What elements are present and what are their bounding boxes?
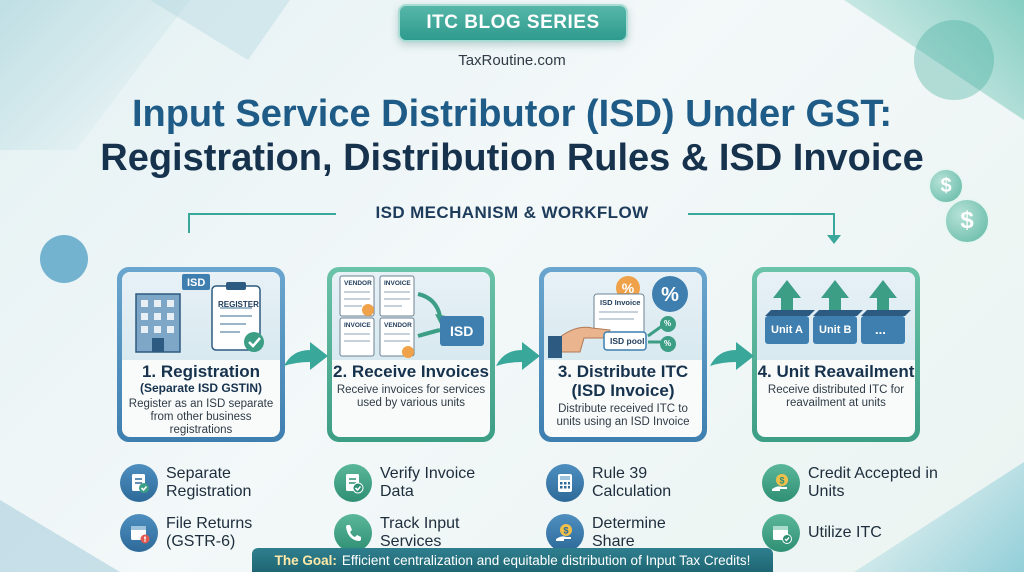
flow-arrow-icon [496, 342, 540, 370]
building-register-icon [135, 274, 264, 353]
flow-connector-right [688, 213, 833, 215]
invoice-stack-icon [339, 275, 484, 358]
invoice-check-icon [334, 464, 372, 502]
point-text: Determine Share [592, 515, 666, 550]
point-track-input-services: Track Input Services [334, 514, 500, 552]
section-heading: ISD MECHANISM & WORKFLOW [375, 203, 649, 222]
svg-text:%: % [622, 280, 635, 296]
document-check-icon [120, 464, 158, 502]
flow-connector-left [188, 213, 336, 215]
invoice-label: INVOICE [384, 280, 411, 287]
step-title: 1. Registration [141, 362, 261, 381]
point-text: File Returns (GSTR-6) [166, 515, 253, 550]
vendor-label: VENDOR [344, 280, 372, 287]
point-credit-accepted: $ Credit Accepted in Units [762, 464, 948, 502]
step-title: 3. Distribute ITC (ISD Invoice) [557, 362, 689, 400]
flow-connector-left-drop [188, 213, 190, 233]
point-file-returns: File Returns (GSTR-6) [120, 514, 276, 552]
point-text: Rule 39 Calculation [592, 465, 672, 500]
point-rule-39: Rule 39 Calculation [546, 464, 692, 502]
step-card-registration: ISD REGISTER 1. Registration (Separate I… [117, 267, 285, 442]
distribute-illustration: % % ISD Invoice ISD pool % % [544, 272, 702, 360]
svg-text:$: $ [563, 526, 568, 536]
goal-label: The Goal: [274, 552, 337, 568]
page-title: Input Service Distributor (ISD) Under GS… [0, 92, 1024, 180]
vendor-label: VENDOR [384, 322, 412, 329]
svg-text:%: % [661, 284, 679, 306]
step-card-distribute-itc: % % ISD Invoice ISD pool % % 3. Distribu… [539, 267, 707, 442]
isd-tag-label: ISD [187, 277, 206, 289]
point-determine-share: $ Determine Share [546, 514, 692, 552]
flow-connector-right-drop [833, 213, 835, 237]
page-title-line-2: Registration, Distribution Rules & ISD I… [100, 137, 924, 179]
step-description: Receive invoices for services used by va… [336, 384, 486, 409]
isd-box-label: ISD [450, 323, 474, 339]
step-description: Register as an ISD separate from other b… [128, 398, 274, 436]
unit-a-label: Unit A [771, 324, 803, 336]
unit-more-label: ... [875, 322, 886, 337]
register-label: REGISTER [218, 300, 259, 309]
registration-illustration: ISD REGISTER [122, 272, 280, 360]
goal-banner: The Goal: Efficient centralization and e… [252, 548, 773, 572]
point-text: Credit Accepted in Units [808, 465, 938, 500]
dollar-coin-icon: $ [928, 168, 964, 204]
invoice-label: INVOICE [344, 322, 371, 329]
point-utilize-itc: Utilize ITC [762, 514, 948, 552]
point-text: Verify Invoice Data [380, 465, 476, 500]
point-separate-registration: Separate Registration [120, 464, 276, 502]
decor-circle-left [40, 235, 88, 283]
isd-pool-label: ISD pool [610, 336, 645, 346]
decor-shape-bottom-left [0, 500, 120, 572]
flow-arrow-icon [710, 342, 754, 370]
flow-arrow-icon [284, 342, 328, 370]
percent-label: % [664, 339, 672, 348]
invoices-illustration: VENDOR INVOICE INVOICE VENDOR ISD [332, 272, 490, 360]
point-text: Separate Registration [166, 465, 252, 500]
phone-chat-icon [334, 514, 372, 552]
point-verify-invoice: Verify Invoice Data [334, 464, 500, 502]
calendar-check-icon [762, 514, 800, 552]
money-hand-icon: $ [546, 514, 584, 552]
step-subtitle: (Separate ISD GSTIN) [139, 381, 263, 395]
step-description: Distribute received ITC to units using a… [556, 403, 690, 428]
calculator-icon [546, 464, 584, 502]
unit-b-label: Unit B [819, 324, 852, 336]
site-name: TaxRoutine.com [458, 52, 566, 69]
goal-text: Efficient centralization and equitable d… [341, 552, 751, 568]
step-title: 2. Receive Invoices [333, 362, 489, 381]
percent-label: % [664, 319, 672, 328]
point-text: Track Input Services [380, 515, 460, 550]
units-illustration: Unit A Unit B ... [757, 272, 915, 360]
coin-hand-icon: $ [762, 464, 800, 502]
hand-invoice-percent-icon: % % [548, 276, 688, 358]
step-title: 4. Unit Reavailment [757, 362, 915, 381]
flow-arrowhead-icon [827, 235, 841, 244]
series-badge: ITC BLOG SERIES [398, 4, 628, 42]
dollar-coin-icon: $ [944, 198, 990, 244]
decor-shape-top-left-2 [150, 0, 290, 60]
point-text: Utilize ITC [808, 524, 882, 541]
step-card-receive-invoices: VENDOR INVOICE INVOICE VENDOR ISD 2. Rec… [327, 267, 495, 442]
page-title-line-1: Input Service Distributor (ISD) Under GS… [131, 93, 893, 135]
step-description: Receive distributed ITC for reavailment … [767, 384, 905, 409]
svg-text:$: $ [779, 476, 784, 486]
units-upload-icon [765, 280, 911, 344]
calendar-alert-icon [120, 514, 158, 552]
step-card-unit-reavailment: Unit A Unit B ... 4. Unit Reavailment Re… [752, 267, 920, 442]
isd-invoice-label: ISD Invoice [600, 298, 641, 307]
